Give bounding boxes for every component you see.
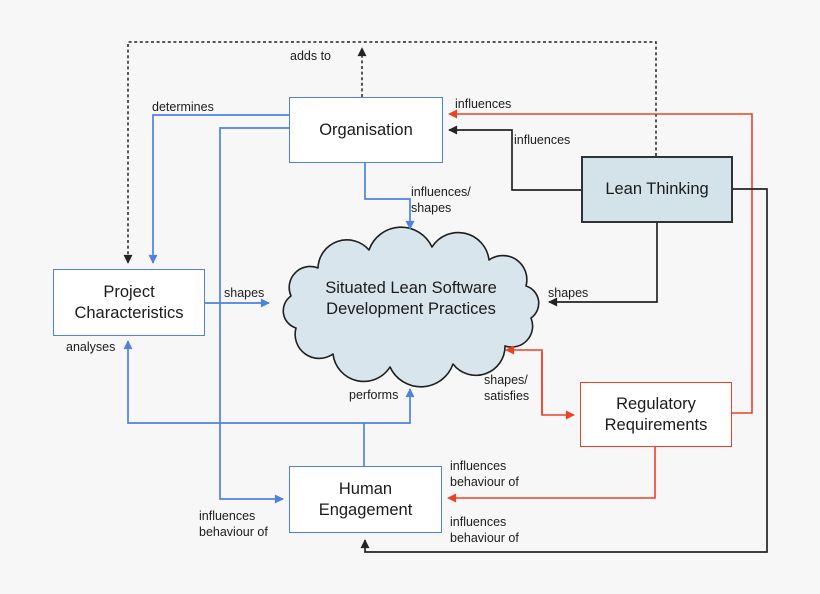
edge-lt-shapes-cloud bbox=[548, 223, 658, 307]
node-project-characteristics-label-line1: Project bbox=[103, 282, 155, 301]
edge-rr-influences-he bbox=[447, 447, 656, 503]
practices-cloud-shape bbox=[282, 226, 540, 388]
label-influences-behaviour-red-line2: behaviour of bbox=[450, 475, 519, 490]
edge-shapes-satisfies-to-rr bbox=[541, 352, 575, 420]
node-regulatory-requirements-label-line2: Requirements bbox=[604, 415, 708, 434]
edge-org-influences-behaviour bbox=[219, 127, 289, 504]
node-human-engagement-label-line1: Human bbox=[338, 479, 393, 498]
practices-cloud-label: Situated Lean Software Development Pract… bbox=[291, 278, 531, 320]
label-adds-to: adds to bbox=[290, 49, 332, 63]
label-influences-behaviour-red: influences behaviour of bbox=[450, 458, 519, 491]
label-influences-behaviour-black: influences behaviour of bbox=[450, 514, 519, 547]
node-organisation: Organisation bbox=[289, 97, 443, 163]
label-influences-behaviour-red-line1: influences bbox=[450, 459, 507, 473]
edge-lt-influences-he bbox=[360, 188, 768, 553]
edge-lt-influences-org bbox=[448, 125, 581, 191]
label-influences-behaviour-blue: influences behaviour of bbox=[199, 508, 268, 541]
label-shapes-satisfies: shapes/ satisfies bbox=[484, 372, 529, 405]
label-shapes-right: shapes bbox=[548, 286, 589, 300]
node-lean-thinking-label: Lean Thinking bbox=[605, 180, 709, 199]
practices-cloud-label-line1: Situated Lean Software bbox=[325, 279, 497, 297]
node-organisation-label: Organisation bbox=[319, 120, 413, 139]
node-human-engagement: Human Engagement bbox=[289, 466, 442, 533]
label-influences-behaviour-blue-line1: influences bbox=[199, 509, 256, 523]
label-shapes-satisfies-line2: satisfies bbox=[484, 389, 530, 404]
label-influences-black: influences bbox=[514, 133, 571, 147]
edge-rr-influences-org bbox=[448, 109, 753, 414]
practices-cloud-label-line2: Development Practices bbox=[326, 299, 496, 318]
edge-adds-to-loop bbox=[123, 41, 657, 264]
label-influences-shapes: influences/ shapes bbox=[411, 184, 471, 217]
label-performs: performs bbox=[349, 388, 399, 402]
label-influences-behaviour-black-line2: behaviour of bbox=[450, 531, 519, 546]
edge-performs bbox=[364, 388, 415, 424]
label-influences-behaviour-black-line1: influences bbox=[450, 515, 507, 529]
label-shapes-satisfies-line1: shapes/ bbox=[484, 373, 528, 387]
node-lean-thinking: Lean Thinking bbox=[581, 156, 733, 223]
edge-influences-shapes bbox=[364, 163, 415, 230]
label-determines: determines bbox=[152, 100, 214, 114]
edge-analyses bbox=[123, 340, 364, 424]
node-project-characteristics-label-line2: Characteristics bbox=[74, 303, 184, 322]
edge-determines bbox=[148, 114, 289, 264]
label-influences-behaviour-blue-line2: behaviour of bbox=[199, 525, 268, 540]
node-human-engagement-label-line2: Engagement bbox=[318, 500, 413, 519]
label-influences-red: influences bbox=[455, 97, 512, 111]
node-project-characteristics: Project Characteristics bbox=[53, 269, 205, 336]
label-influences-shapes-line2: shapes bbox=[411, 201, 452, 216]
label-analyses: analyses bbox=[66, 340, 116, 354]
label-shapes-left: shapes bbox=[224, 286, 265, 300]
node-regulatory-requirements: Regulatory Requirements bbox=[580, 382, 732, 447]
node-regulatory-requirements-label-line1: Regulatory bbox=[616, 394, 696, 413]
label-influences-shapes-line1: influences/ bbox=[411, 185, 471, 199]
